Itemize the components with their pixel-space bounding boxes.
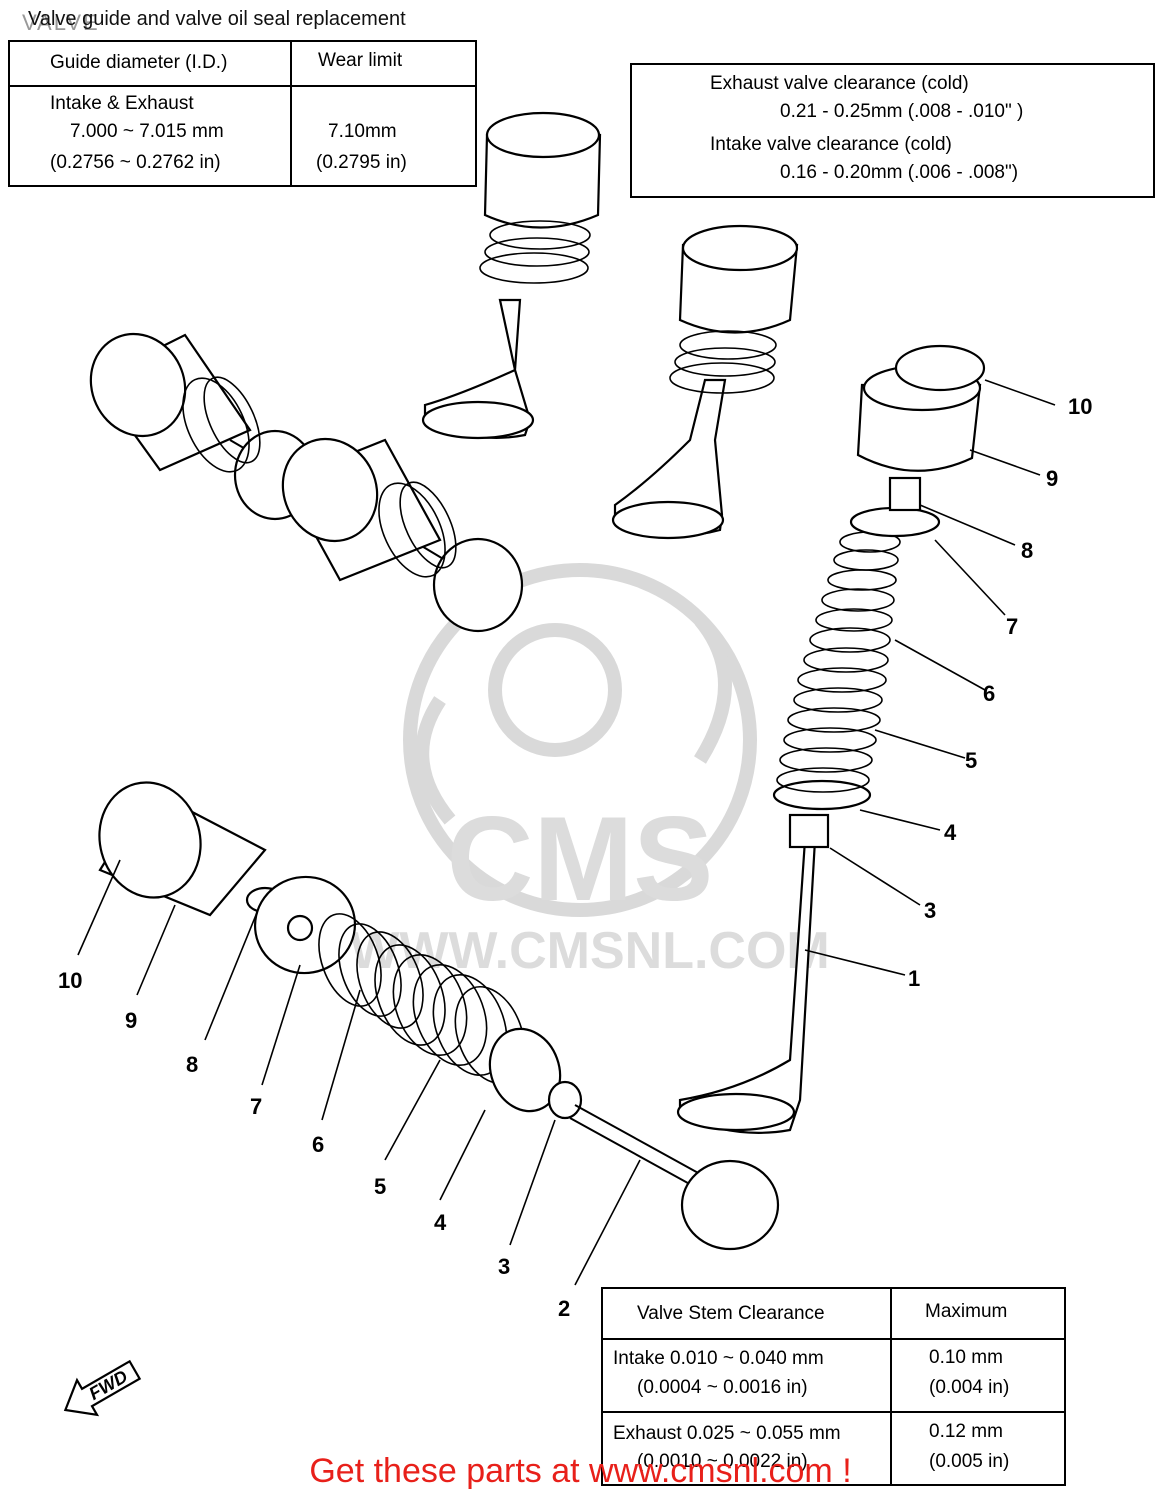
callout-right-5: 5 <box>965 748 978 773</box>
guide-row-value-in: (0.2756 ~ 0.2762 in) <box>50 152 221 173</box>
guide-row-value-mm: 7.000 ~ 7.015 mm <box>70 121 224 142</box>
valve-spring-right <box>776 531 901 793</box>
callout-right-8: 8 <box>1021 538 1034 563</box>
valve-stem-clearance-table: Valve Stem Clearance Maximum Intake 0.01… <box>601 1287 1066 1486</box>
callout-right-4: 4 <box>944 820 957 845</box>
page-subtitle: Valve guide and valve oil seal replaceme… <box>28 8 406 30</box>
intake-clearance-label: Intake valve clearance (cold) <box>710 134 952 155</box>
stem-intake-max-mm: 0.10 mm <box>929 1347 1003 1368</box>
exploded-valve-left <box>98 781 780 1251</box>
stem-intake-max-in: (0.004 in) <box>929 1377 1010 1398</box>
callout-left-5: 5 <box>374 1174 387 1199</box>
exhaust-clearance-label: Exhaust valve clearance (cold) <box>710 73 969 94</box>
stem-col2-header: Maximum <box>925 1301 1008 1322</box>
watermark-logo-text: CMS <box>447 792 714 926</box>
guide-limit-mm: 7.10mm <box>328 121 397 142</box>
callout-left-7: 7 <box>250 1094 263 1119</box>
stem-exhaust-line1: Exhaust 0.025 ~ 0.055 mm <box>613 1423 841 1444</box>
stem-exhaust-line2: (0.0010 ~ 0.0022 in) <box>637 1451 808 1472</box>
callout-left-10: 10 <box>58 968 83 993</box>
callout-left-3: 3 <box>498 1254 511 1279</box>
stem-col1-header: Valve Stem Clearance <box>637 1303 825 1324</box>
callout-right-3: 3 <box>924 898 937 923</box>
exhaust-clearance-value: 0.21 - 0.25mm (.008 - .010" ) <box>780 101 1024 122</box>
callout-right-10: 10 <box>1068 394 1093 419</box>
intake-valve-assembly-left-1 <box>89 332 317 521</box>
guide-col1-header: Guide diameter (I.D.) <box>50 52 228 73</box>
fwd-arrow-icon <box>63 1359 142 1417</box>
callout-left-4: 4 <box>434 1210 447 1235</box>
exhaust-valve-assembly-upper-1 <box>421 111 602 440</box>
footer-link-text[interactable]: Get these parts at www.cmsnl.com ! <box>309 1452 852 1490</box>
callout-left-2: 2 <box>558 1296 571 1321</box>
intake-clearance-value: 0.16 - 0.20mm (.006 - .008") <box>780 162 1019 183</box>
callout-right-9: 9 <box>1046 466 1059 491</box>
watermark-url: WWW.CMSNL.COM <box>350 922 829 980</box>
guide-limit-in: (0.2795 in) <box>316 152 407 173</box>
valve-clearance-box: Exhaust valve clearance (cold) 0.21 - 0.… <box>630 63 1155 198</box>
stem-intake-line2: (0.0004 ~ 0.0016 in) <box>637 1377 808 1398</box>
callout-right-6: 6 <box>983 681 996 706</box>
callout-left-6: 6 <box>312 1132 325 1157</box>
callout-left-9: 9 <box>125 1008 138 1033</box>
stem-exhaust-max-mm: 0.12 mm <box>929 1421 1003 1442</box>
guide-col2-header: Wear limit <box>318 50 403 71</box>
guide-row-label: Intake & Exhaust <box>50 93 194 114</box>
exhaust-valve-assembly-upper-2 <box>611 224 799 540</box>
section-title: VALVE <box>22 10 100 35</box>
watermark-logo: CMS WWW.CMSNL.COM <box>350 563 830 980</box>
exploded-valve-right <box>676 344 986 1134</box>
stem-intake-line1: Intake 0.010 ~ 0.040 mm <box>613 1348 824 1369</box>
guide-diameter-table: Guide diameter (I.D.) Wear limit Intake … <box>8 40 477 187</box>
stem-exhaust-max-in: (0.005 in) <box>929 1451 1010 1472</box>
intake-valve-assembly-left-2 <box>281 437 524 633</box>
callout-right-7: 7 <box>1006 614 1019 639</box>
callout-right-1: 1 <box>908 966 921 991</box>
leader-lines-right <box>804 379 1056 976</box>
callout-left-8: 8 <box>186 1052 199 1077</box>
leader-lines-left <box>77 859 641 1286</box>
